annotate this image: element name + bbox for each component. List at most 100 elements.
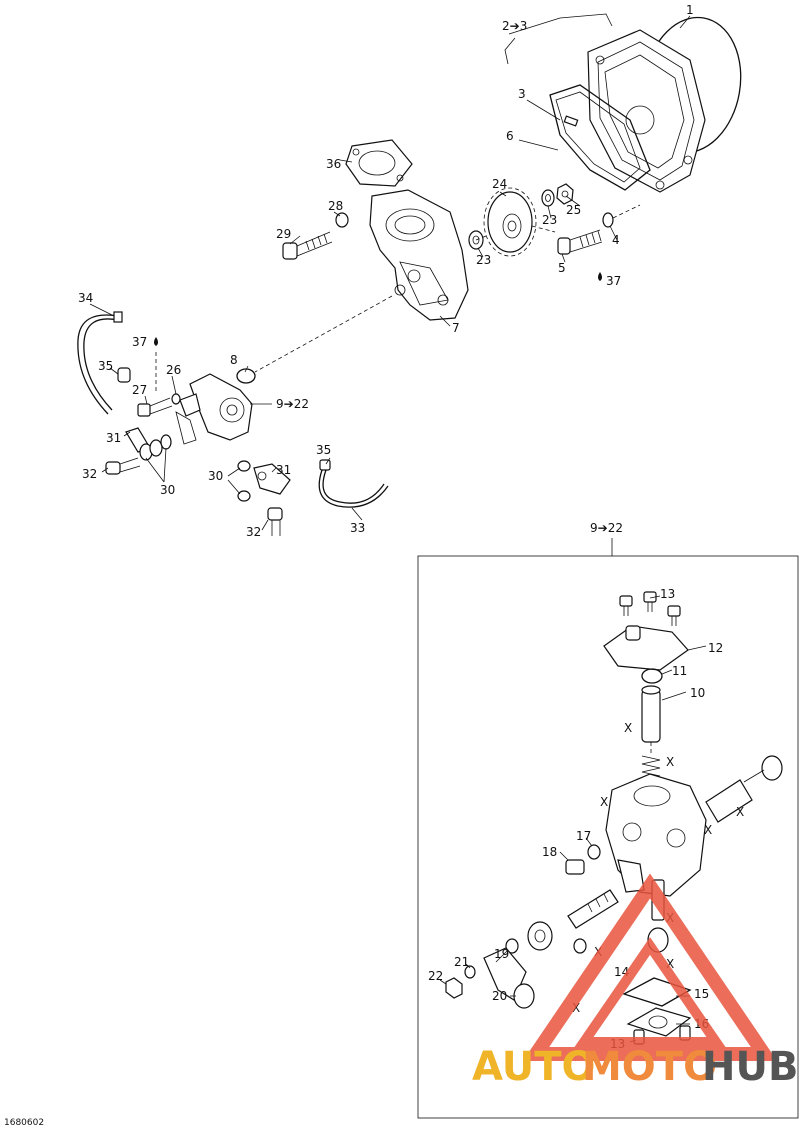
callouts-upper: 1 2➔3 3 6 24 23 25 23 4 5 37 36 28 29 7 …	[78, 3, 694, 539]
callout-3: 3	[518, 87, 526, 101]
callout-2-to-3: 2➔3	[502, 19, 527, 33]
callout-9-to-22: 9➔22	[276, 397, 309, 411]
part-30-washers-a	[139, 434, 172, 461]
callout-7: 7	[452, 321, 460, 335]
part-34-oil-line	[77, 311, 123, 415]
callout-27: 27	[132, 383, 147, 397]
callout-37a: 37	[606, 274, 621, 288]
pump-body	[605, 773, 707, 897]
x-mark: X	[666, 957, 674, 971]
part-26-washer	[171, 393, 181, 405]
part-2-cover	[587, 29, 706, 193]
callout-36: 36	[326, 157, 341, 171]
callout-1: 1	[686, 3, 694, 17]
part-35-clamp-a	[117, 367, 131, 383]
part-33-oil-line	[318, 469, 389, 508]
part-20-lever	[483, 947, 535, 1009]
callout-5: 5	[558, 261, 566, 275]
spring	[641, 755, 661, 777]
callout-33: 33	[350, 521, 365, 535]
part-28-washer	[335, 212, 349, 228]
part-4-washer	[602, 212, 614, 228]
part-32-bolt-a	[105, 457, 141, 475]
part-6-gasket	[549, 84, 651, 191]
callout-35b: 35	[316, 443, 331, 457]
callout-18: 18	[542, 845, 557, 859]
alignment-lines	[155, 204, 641, 392]
part-13-screws-top	[619, 591, 681, 626]
callout-34: 34	[78, 291, 93, 305]
part-5-bolt	[557, 229, 603, 255]
inset-frame	[417, 555, 799, 1119]
part-30-washers-b	[237, 460, 251, 502]
watermark-hub: HUB	[702, 1044, 798, 1090]
callout-37b: 37	[132, 335, 147, 349]
callout-17: 17	[576, 829, 591, 843]
x-mark: X	[572, 1001, 580, 1015]
callout-22: 22	[428, 969, 443, 983]
part-11-gasket	[641, 668, 663, 684]
callout-30b: 30	[208, 469, 223, 483]
pump-shaft	[567, 889, 619, 929]
callout-32a: 32	[82, 467, 97, 481]
part-15-gasket	[622, 977, 692, 1007]
leader-lines-upper	[89, 13, 691, 531]
callout-23b: 23	[476, 253, 491, 267]
callout-8: 8	[230, 353, 238, 367]
callout-15: 15	[694, 987, 709, 1001]
callout-13a: 13	[660, 587, 675, 601]
callout-11: 11	[672, 664, 687, 678]
part-8-oring	[236, 368, 256, 384]
part-24-gear	[483, 187, 537, 257]
callout-23a: 23	[542, 213, 557, 227]
part-36-gasket	[345, 139, 413, 187]
callout-4: 4	[612, 233, 620, 247]
callout-26: 26	[166, 363, 181, 377]
watermark-logo: AUTO MOTO HUB	[472, 873, 798, 1090]
callout-10: 10	[690, 686, 705, 700]
part-29-bolt	[282, 231, 333, 260]
part-16-base-plate	[626, 1007, 692, 1037]
part-23-washer-a	[541, 189, 555, 207]
part-31-fitting-b	[253, 463, 291, 495]
x-mark: X	[624, 721, 632, 735]
callout-31b: 31	[276, 463, 291, 477]
callout-21: 21	[454, 955, 469, 969]
inset-title: 9➔22	[590, 521, 623, 535]
callout-24: 24	[492, 177, 507, 191]
callout-29: 29	[276, 227, 291, 241]
callout-28: 28	[328, 199, 343, 213]
x-mark: X	[600, 795, 608, 809]
part-21-washer	[464, 965, 476, 979]
oil-pump-assembly	[175, 373, 253, 445]
callout-32b: 32	[246, 525, 261, 539]
callout-20: 20	[492, 989, 507, 1003]
part-18-plug	[565, 859, 585, 875]
watermark-auto: AUTO	[472, 1044, 596, 1090]
x-mark: X	[704, 823, 712, 837]
part-25-nut	[556, 183, 574, 205]
part-7-housing	[369, 189, 469, 321]
part-19-washer	[505, 921, 553, 954]
part-12-cover-plate	[603, 625, 689, 671]
callout-35a: 35	[98, 359, 113, 373]
drop-icon	[154, 337, 158, 346]
part-22-nut	[445, 977, 463, 999]
valve-assembly	[705, 755, 783, 823]
leader-lines-inset	[439, 595, 707, 1043]
callout-12: 12	[708, 641, 723, 655]
x-mark: X	[666, 755, 674, 769]
drawing-number: 1680602	[4, 1118, 44, 1128]
part-35-clamp-b	[319, 459, 331, 471]
seal-ring	[573, 938, 587, 954]
part-32-bolt-b	[267, 507, 283, 536]
callout-25: 25	[566, 203, 581, 217]
x-mark: X	[736, 805, 744, 819]
drop-icon	[598, 272, 602, 281]
watermark-moto: MOTO	[582, 1044, 717, 1090]
callout-30a: 30	[160, 483, 175, 497]
part-3-pin	[563, 115, 579, 127]
part-10-piston	[641, 685, 661, 743]
callout-6: 6	[506, 129, 514, 143]
